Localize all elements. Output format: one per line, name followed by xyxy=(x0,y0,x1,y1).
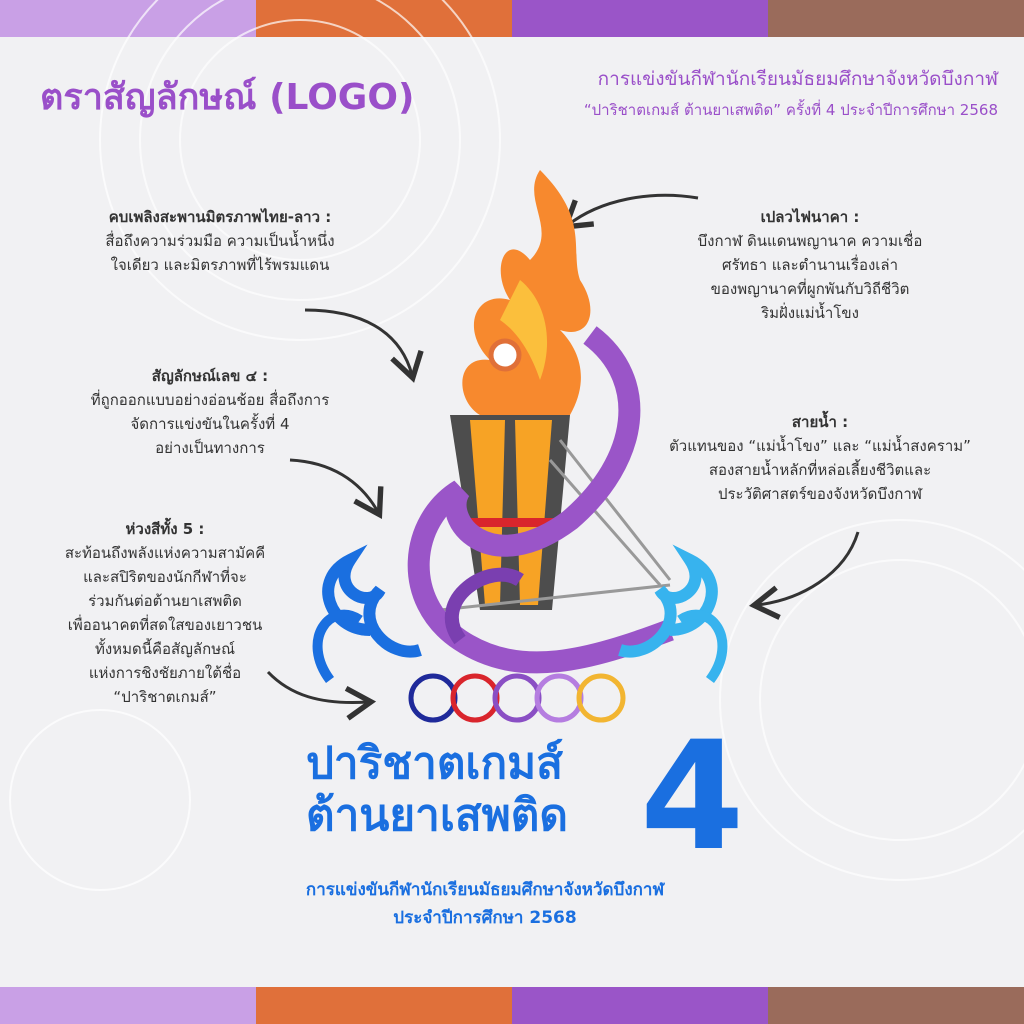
note-line: เพื่ออนาคตที่สดใสของเยาวชน xyxy=(67,616,263,634)
note-line: ประวัติศาสตร์ของจังหวัดบึงกาฬ xyxy=(717,485,923,503)
note-line: ริมฝั่งแม่น้ำโขง xyxy=(761,304,859,322)
note-line: ที่ถูกออกแบบอย่างอ่อนช้อย สื่อถึงการ xyxy=(90,391,330,409)
note-torch: คบเพลิงสะพานมิตรภาพไทย-ลาว : สื่อถึงความ… xyxy=(70,205,370,277)
flame-eye xyxy=(488,338,522,372)
arrow-rings xyxy=(266,670,377,721)
note-water: สายน้ำ : ตัวแทนของ “แม่น้ำโขง” และ “แม่น… xyxy=(630,410,1010,506)
ring-4 xyxy=(534,673,584,723)
note-line: ทั้งหมดนี้คือสัญลักษณ์ xyxy=(94,640,236,658)
page-title: ตราสัญลักษณ์ (LOGO) xyxy=(40,77,415,118)
note-line: “ปาริชาตเกมส์” xyxy=(113,688,217,706)
note-flame: เปลวไฟนาคา : บึงกาฬ ดินแดนพญานาค ความเชื… xyxy=(640,205,980,325)
note-line: ตัวแทนของ “แม่น้ำโขง” และ “แม่น้ำสงคราม” xyxy=(669,437,971,455)
ring-2 xyxy=(450,673,500,723)
wave-left xyxy=(322,544,422,658)
note-line: สองสายน้ำหลักที่หล่อเลี้ยงชีวิตและ xyxy=(708,461,932,479)
note-line: อย่างเป็นทางการ xyxy=(155,439,265,457)
page-subtitle: การแข่งขันกีฬานักเรียนมัธยมศึกษาจังหวัดบ… xyxy=(584,64,998,122)
games-logo xyxy=(312,170,728,723)
note-line: ใจเดียว และมิตรภาพที่ไร้พรมแดน xyxy=(110,256,330,274)
note-number: สัญลักษณ์เลข ๔ : ที่ถูกออกแบบอย่างอ่อนช้… xyxy=(50,364,370,460)
note-line: จัดการแข่งขันในครั้งที่ 4 xyxy=(130,415,290,433)
note-heading: ห่วงสีทั้ง 5 : xyxy=(125,520,205,538)
arrow-number xyxy=(289,458,384,520)
subtitle-line-2: “ปาริชาตเกมส์ ต้านยาเสพติด” ครั้งที่ 4 ป… xyxy=(583,101,998,119)
logo-footer-line-2: ประจำปีการศึกษา 2568 xyxy=(393,908,577,928)
note-line: สื่อถึงความร่วมมือ ความเป็นน้ำหนึ่ง xyxy=(105,232,335,250)
arrow-water xyxy=(748,531,860,620)
note-line: ของพญานาคที่ผูกพันกับวิถีชีวิต xyxy=(710,280,910,298)
wave-right xyxy=(618,544,718,658)
arrow-flame xyxy=(561,193,699,230)
logo-name: ปาริชาตเกมส์ ต้านยาเสพติด xyxy=(306,738,568,842)
subtitle-line-1: การแข่งขันกีฬานักเรียนมัธยมศึกษาจังหวัดบ… xyxy=(597,68,998,90)
note-line: บึงกาฬ ดินแดนพญานาค ความเชื่อ xyxy=(697,232,923,250)
note-rings: ห่วงสีทั้ง 5 : สะท้อนถึงพลังแห่งความสามั… xyxy=(30,517,300,709)
note-line: ศรัทธา และตำนานเรื่องเล่า xyxy=(721,256,899,274)
logo-footer: การแข่งขันกีฬานักเรียนมัธยมศึกษาจังหวัดบ… xyxy=(250,876,720,932)
logo-name-line-1: ปาริชาตเกมส์ xyxy=(306,738,563,789)
note-line: สะท้อนถึงพลังแห่งความสามัคคี xyxy=(64,544,266,562)
note-heading: สัญลักษณ์เลข ๔ : xyxy=(151,367,269,385)
ring-5 xyxy=(576,673,626,723)
note-heading: สายน้ำ : xyxy=(791,413,849,431)
note-line: แห่งการชิงชัยภายใต้ชื่อ xyxy=(88,664,242,682)
note-line: และสปิริตของนักกีฬาที่จะ xyxy=(83,568,247,586)
note-heading: เปลวไฟนาคา : xyxy=(760,208,860,226)
note-line: ร่วมกันต่อต้านยาเสพติด xyxy=(88,592,242,610)
ring-1 xyxy=(408,673,458,723)
bridge-cables xyxy=(439,439,672,612)
purple-four xyxy=(407,326,674,674)
torch-band xyxy=(462,518,560,527)
five-rings xyxy=(408,673,626,723)
ring-3 xyxy=(492,673,542,723)
logo-number: 4 xyxy=(640,710,745,884)
bottom-color-bar xyxy=(0,987,1024,1024)
logo-footer-line-1: การแข่งขันกีฬานักเรียนมัธยมศึกษาจังหวัดบ… xyxy=(305,880,665,900)
logo-name-line-2: ต้านยาเสพติด xyxy=(306,790,568,841)
arrow-torch xyxy=(304,308,424,383)
note-heading: คบเพลิงสะพานมิตรภาพไทย-ลาว : xyxy=(108,208,332,226)
